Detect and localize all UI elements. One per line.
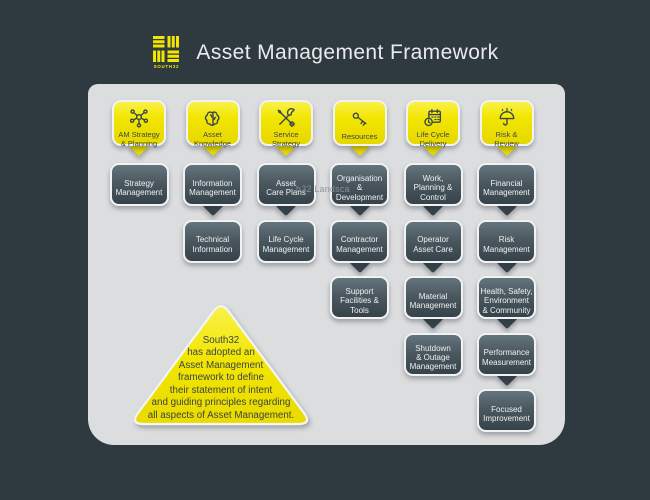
badge-label: AM Strategy & Planning [118, 130, 160, 148]
framework-element: Contractor Management [330, 219, 389, 273]
badge-label: Support Facilities & Tools [340, 287, 379, 315]
framework-element: Organisation & Development [330, 163, 389, 217]
badge-label: Service Strategy [272, 130, 300, 148]
badge-label: Focused Improvement [483, 404, 530, 423]
badge-label: Technical Information [192, 235, 233, 254]
badge-body: Focused Improvement [477, 389, 536, 432]
framework-element: Support Facilities & Tools [330, 276, 389, 319]
framework-element: Technical Information [183, 219, 242, 263]
badge-label: Work, Planning & Control [413, 174, 453, 202]
badge-body: Life Cycle Management [256, 219, 316, 263]
callout-line: all aspects of Asset Management. [147, 409, 295, 421]
callout-line: and guiding principles regarding [151, 397, 291, 409]
badge-label: Financial Management [483, 178, 530, 197]
framework-category-3: Service Strategy [259, 100, 313, 157]
framework-element: Asset Care Plans [256, 163, 316, 217]
badge-label: Information Management [189, 178, 236, 197]
south32-logo-wordmark: SOUTH32 [153, 64, 180, 69]
framework-category-4: Resources [332, 100, 387, 157]
badge-label: Resources [341, 132, 378, 141]
framework-element: Material Management [403, 276, 463, 330]
callout-line: South32 [202, 334, 240, 346]
framework-element: Health, Safety, Environment & Community [477, 276, 536, 330]
tools-icon [275, 107, 297, 129]
framework-element: Financial Management [477, 163, 536, 217]
badge-label: Contractor Management [336, 235, 383, 254]
callout-triangle [133, 305, 309, 426]
watermark-text: h32 Landsca [296, 184, 350, 194]
callout-line: has adopted an [187, 347, 255, 359]
badge-body: Financial Management [477, 163, 536, 206]
key-icon [349, 107, 371, 131]
framework-element: Shutdown & Outage Management [403, 332, 463, 376]
badge-body: Risk & Review [479, 100, 534, 148]
framework-element: Risk Management [477, 219, 536, 273]
badge-body: Strategy Management [109, 163, 169, 206]
badge-body: Organisation & Development [330, 163, 389, 206]
badge-body: Work, Planning & Control [403, 163, 463, 206]
badge-body: Support Facilities & Tools [330, 276, 389, 319]
callout-line: framework to define [177, 372, 265, 384]
badge-label: Health, Safety, Environment & Community [480, 287, 533, 315]
brain-icon [202, 107, 224, 129]
badge-label: Asset Knowledge [193, 130, 232, 148]
badge-body: Asset Knowledge [185, 100, 240, 148]
badge-body: Life Cycle Delivery [406, 100, 460, 148]
network-icon [128, 107, 150, 129]
umbrella-icon [496, 107, 518, 129]
framework-element: Performance Measurement [477, 332, 536, 386]
framework-category-6: Risk & Review [479, 100, 534, 157]
badge-body: Asset Care Plans [256, 163, 316, 206]
badge-label: Risk & Review [494, 130, 519, 148]
badge-label: Material Management [409, 291, 457, 310]
page-title: Asset Management Framework [196, 40, 499, 64]
badge-body: Health, Safety, Environment & Community [477, 276, 536, 319]
callout-line: Asset Management [178, 359, 264, 371]
badge-body: Material Management [403, 276, 463, 319]
badge-label: Life Cycle Delivery [416, 130, 450, 148]
badge-body: Risk Management [477, 219, 536, 263]
framework-category-2: Asset Knowledge [185, 100, 240, 157]
badge-label: Performance Measurement [482, 348, 531, 367]
badge-label: Shutdown & Outage Management [409, 343, 457, 372]
calendar-clock-icon [422, 107, 444, 129]
badge-body: Performance Measurement [477, 332, 536, 376]
framework-category-5: Life Cycle Delivery [406, 100, 460, 157]
framework-element: Life Cycle Management [256, 219, 316, 263]
badge-body: Contractor Management [330, 219, 389, 263]
badge-label: Strategy Management [115, 178, 163, 197]
framework-element: Strategy Management [109, 163, 169, 206]
framework-category-1: AM Strategy & Planning [112, 100, 166, 157]
badge-body: Resources [332, 100, 387, 146]
badge-label: Life Cycle Management [262, 235, 310, 254]
badge-label: Organisation & Development [335, 174, 384, 202]
badge-body: AM Strategy & Planning [112, 100, 166, 148]
poster-header: SOUTH32 Asset Management Framework [0, 36, 650, 69]
framework-element: Focused Improvement [477, 389, 536, 432]
badge-body: Service Strategy [259, 100, 313, 148]
callout-line: their statement of intent [169, 384, 273, 396]
badge-label: Operator Asset Care [413, 235, 453, 254]
south32-logo-icon [153, 36, 180, 62]
badge-body: Information Management [183, 163, 242, 206]
badge-body: Technical Information [183, 219, 242, 263]
badge-label: Risk Management [483, 235, 530, 254]
framework-element: Work, Planning & Control [403, 163, 463, 217]
framework-element: Operator Asset Care [403, 219, 463, 273]
badge-body: Operator Asset Care [403, 219, 463, 263]
badge-label: Asset Care Plans [266, 178, 306, 197]
south32-logo: SOUTH32 [151, 36, 181, 69]
framework-element: Information Management [183, 163, 242, 217]
badge-body: Shutdown & Outage Management [403, 332, 463, 376]
